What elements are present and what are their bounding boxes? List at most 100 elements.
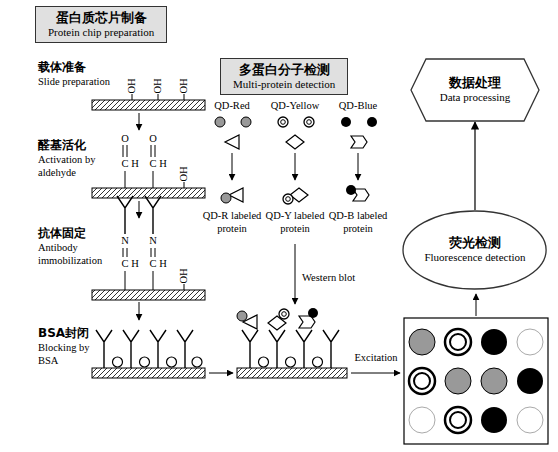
- spot: [450, 412, 466, 428]
- spot: [481, 407, 507, 433]
- antibody: [96, 330, 112, 368]
- antibody: [150, 330, 166, 368]
- bond: [123, 145, 184, 188]
- spot-grid: [409, 329, 543, 433]
- slide: [92, 188, 205, 198]
- step-caption: Antibody immobilization: [38, 242, 110, 267]
- arrow: [232, 153, 233, 180]
- protein: [351, 136, 367, 148]
- spot: [481, 368, 507, 394]
- step-caption: QD-B labeled protein: [327, 210, 389, 235]
- step-title: 醛基活化: [38, 138, 86, 152]
- quantum-dot: [221, 193, 231, 203]
- antibody: [123, 330, 139, 368]
- chemical-group: H: [131, 258, 139, 271]
- bsa-ball: [259, 357, 269, 367]
- quantum-dot: [341, 117, 351, 127]
- quantum-dot: [346, 185, 356, 195]
- antibody: [269, 330, 285, 368]
- chemical-group: OH: [152, 78, 165, 93]
- step-caption: QD-Red: [214, 100, 250, 113]
- quantum-dot: [215, 117, 225, 127]
- title-box: 多蛋白分子检测Multi-protein detection: [220, 58, 348, 95]
- node-heading: 数据处理: [449, 75, 501, 91]
- spot: [409, 368, 435, 394]
- antibody: [177, 330, 193, 368]
- bsa-ball: [113, 357, 123, 367]
- arrow: [295, 244, 296, 304]
- node-subtitle: Data processing: [440, 91, 511, 105]
- bsa-ball: [286, 357, 296, 367]
- quantum-dot: [279, 309, 289, 319]
- quantum-dot: [283, 194, 293, 204]
- antibody: [145, 196, 161, 234]
- hexagon-shape: [411, 59, 539, 121]
- step-caption: QD-Blue: [339, 100, 378, 113]
- quantum-dot: [241, 117, 251, 127]
- node-subtitle: Fluorescence detection: [424, 251, 525, 265]
- bsa-ball: [140, 357, 150, 367]
- chemical-group: H: [159, 258, 167, 271]
- spot: [445, 329, 471, 355]
- step-caption: Excitation: [354, 352, 397, 365]
- chemical-group: H: [131, 158, 139, 171]
- arrow: [476, 294, 477, 316]
- spot: [445, 407, 471, 433]
- title-box: 蛋白质芯片制备Protein chip preparation: [35, 6, 167, 43]
- chemical-group: O: [121, 133, 129, 146]
- ellipse-shape: [403, 211, 546, 289]
- spot: [445, 368, 471, 394]
- flow-arrow: [474, 122, 475, 210]
- slide: [92, 100, 205, 110]
- node-subtitle: Multi-protein detection: [233, 78, 335, 92]
- chemical-group: C: [121, 158, 128, 171]
- spot: [450, 334, 466, 350]
- antibody: [323, 330, 339, 368]
- arrow: [139, 302, 140, 320]
- step-caption: Slide preparation: [38, 76, 128, 89]
- arrow: [358, 153, 359, 180]
- arrow: [351, 373, 400, 374]
- quantum-dot: [278, 117, 288, 127]
- step-title: BSA封闭: [38, 326, 89, 340]
- spot: [409, 329, 435, 355]
- chemical-group: OH: [178, 78, 191, 93]
- bond: [123, 248, 184, 290]
- step-caption: Activation by aldehyde: [38, 154, 108, 179]
- spot: [409, 407, 435, 433]
- quantum-dot: [304, 117, 314, 127]
- step-caption: Western blot: [302, 272, 355, 285]
- step-caption: QD-R labeled protein: [201, 210, 263, 235]
- chemical-group: O: [149, 133, 157, 146]
- chemical-group: C: [149, 158, 156, 171]
- bond: [132, 94, 184, 100]
- node-heading: 蛋白质芯片制备: [48, 10, 154, 26]
- chemical-group: H: [159, 158, 167, 171]
- protein: [225, 135, 239, 149]
- quantum-dot: [308, 308, 318, 318]
- chemical-group: N: [121, 235, 129, 248]
- chemical-group: OH: [126, 78, 139, 93]
- quantum-dot: [237, 311, 247, 321]
- bsa-ball: [192, 357, 202, 367]
- step-title: 抗体固定: [38, 226, 86, 240]
- spot: [414, 373, 430, 389]
- chemical-group: OH: [178, 166, 191, 181]
- step-caption: QD-Y labeled protein: [264, 210, 326, 235]
- node-subtitle: Protein chip preparation: [48, 26, 154, 40]
- chemical-group: N: [149, 235, 157, 248]
- bsa-ball: [313, 357, 323, 367]
- slide: [237, 368, 347, 378]
- chemical-group: C: [121, 258, 128, 271]
- spot: [517, 329, 543, 355]
- antibody: [117, 196, 133, 234]
- step-title: 载体准备: [38, 60, 86, 74]
- spot: [517, 407, 543, 433]
- arrow: [209, 373, 233, 374]
- bsa-ball: [167, 357, 177, 367]
- slide: [92, 368, 205, 378]
- step-caption: QD-Yellow: [271, 100, 320, 113]
- antibody: [242, 330, 258, 368]
- arrow: [139, 201, 140, 218]
